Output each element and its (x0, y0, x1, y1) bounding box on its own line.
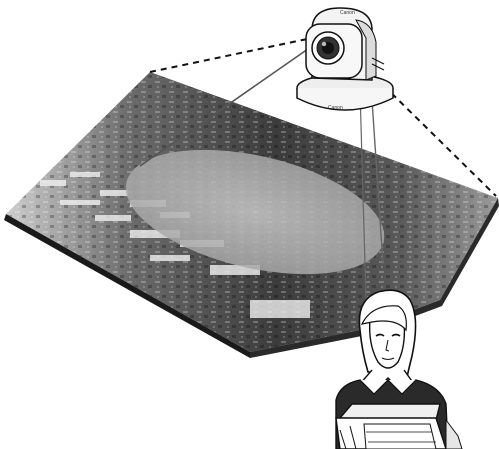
camera-brand-mark-base: Canon (328, 105, 343, 111)
ptz-camera-icon: Canon Canon (297, 8, 393, 111)
camera-brand-mark-top: Canon (340, 10, 355, 16)
